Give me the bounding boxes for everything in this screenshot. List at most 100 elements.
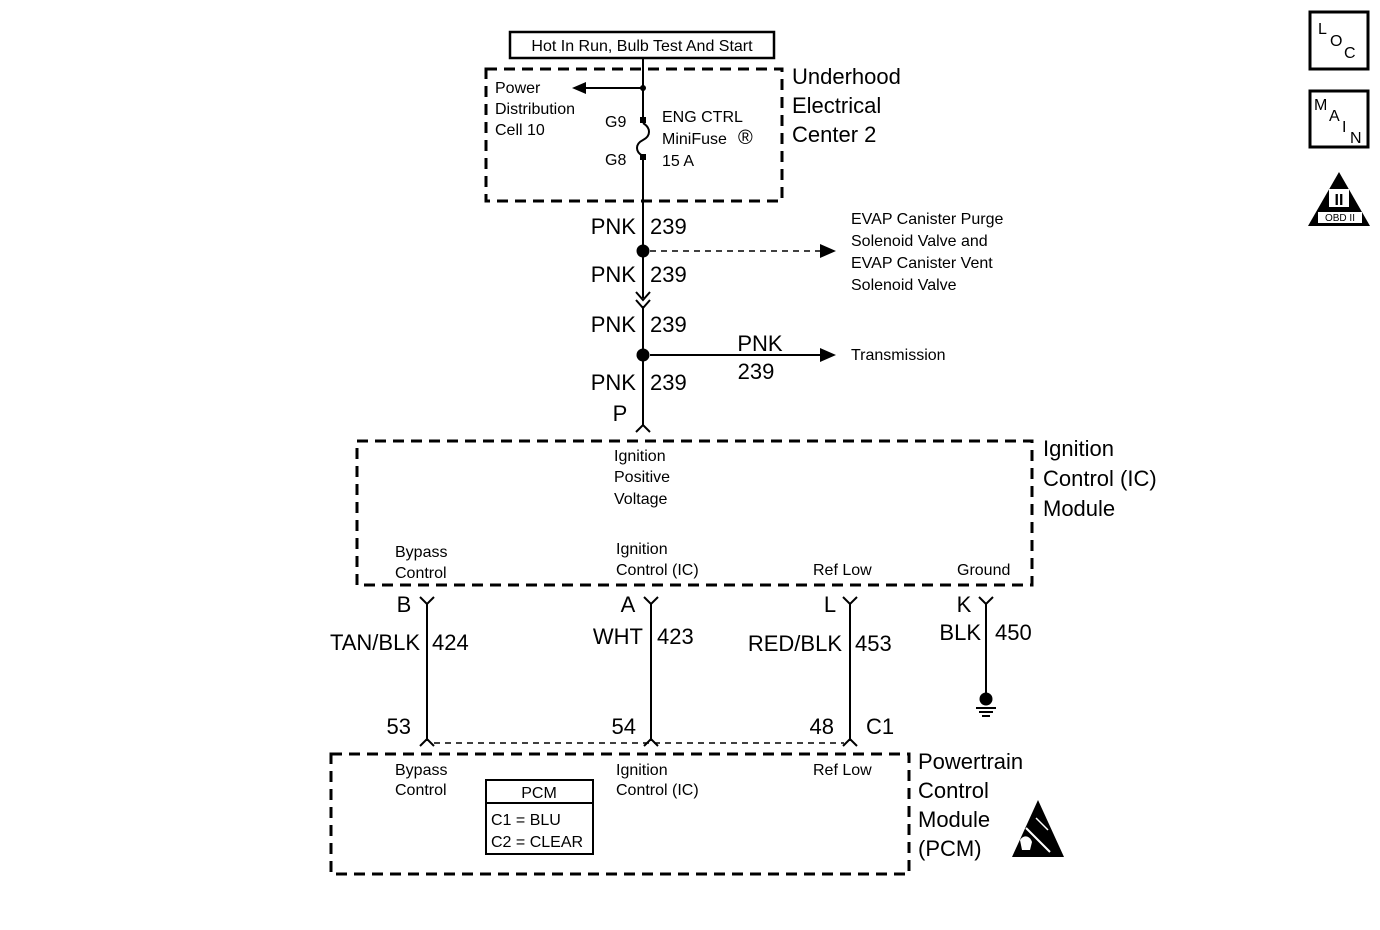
underhood-box [484,67,784,203]
pcm-box [329,752,911,876]
main-letter-m: M [1314,97,1327,114]
transmission-label: Transmission [851,347,946,364]
svg-text:MiniFuse: MiniFuse [662,131,727,148]
main-icon[interactable]: M A I N [1308,89,1370,149]
pcm-reflow-label: Ref Low [813,762,872,779]
bypass-wire-color: TAN/BLK [330,630,420,655]
splice-transmission [636,348,650,362]
registered-mark: ® [738,127,753,149]
ground-wire-color: BLK [939,620,981,645]
pcm-title: Powertrain Control Module (PCM) [918,749,1023,861]
pcm-legend: PCM C1 = BLU C2 = CLEAR [485,779,594,855]
loc-icon[interactable]: L O C [1308,10,1370,71]
arrow-left-icon [572,82,586,94]
reflow-wire-color: RED/BLK [748,631,842,656]
svg-text:Ignition: Ignition [616,541,668,558]
ground-wire-circuit: 450 [995,620,1032,645]
svg-text:Solenoid Valve: Solenoid Valve [851,277,957,294]
evap-label: EVAP Canister Purge Solenoid Valve and E… [851,211,1003,294]
power-distribution-label: Power Distribution Cell 10 [495,80,575,139]
svg-text:EVAP Canister Vent: EVAP Canister Vent [851,255,993,272]
ic-pin-l: L [824,592,836,617]
wire-circuit-1: 239 [650,214,687,239]
pcm-bypass-label: Bypass Control [395,762,447,799]
esd-warning-icon[interactable] [1012,800,1064,857]
obd-text: OBD II [1325,213,1355,224]
obd-numeral: II [1335,192,1344,209]
fuse-label: ENG CTRL MiniFuse ® 15 A [662,109,753,170]
reflow-wire-circuit: 453 [855,631,892,656]
ic-pin-k: K [957,592,972,617]
loc-letter-o: O [1330,33,1342,50]
bypass-wire-circuit: 424 [432,630,469,655]
svg-text:EVAP Canister Purge: EVAP Canister Purge [851,211,1003,228]
ic-pin-p: P [613,401,628,426]
loc-letter-l: L [1318,21,1327,38]
legend-c2: C2 = CLEAR [491,834,583,851]
ic-ignition-control-label: Ignition Control (IC) [616,541,699,579]
svg-text:Cell 10: Cell 10 [495,122,545,139]
ic-reflow-label: Ref Low [813,562,872,579]
svg-text:Voltage: Voltage [614,491,667,508]
svg-text:Bypass: Bypass [395,762,447,779]
wire-color-4: PNK [591,370,637,395]
svg-text:Bypass: Bypass [395,544,447,561]
svg-text:Power: Power [495,80,541,97]
main-letter-n: N [1350,130,1362,147]
svg-text:Control (IC): Control (IC) [616,782,699,799]
wire-color-1: PNK [591,214,637,239]
svg-text:Underhood: Underhood [792,64,901,89]
ic-wire-color: WHT [593,624,643,649]
wire-circuit-2: 239 [650,262,687,287]
fuse-pin-g9: G9 [605,114,626,131]
ic-pin-a: A [621,592,636,617]
svg-text:Distribution: Distribution [495,101,575,118]
svg-text:Positive: Positive [614,469,670,486]
svg-text:Control (IC): Control (IC) [1043,466,1157,491]
svg-text:15 A: 15 A [662,153,694,170]
wire-color-2: PNK [591,262,637,287]
ic-bypass-label: Bypass Control [395,544,447,582]
pcm-connector-icons [419,737,858,747]
main-letter-a: A [1329,108,1340,125]
pcm-pin-53: 53 [387,714,411,739]
fuse-icon [636,117,650,160]
svg-text:(PCM): (PCM) [918,836,982,861]
obd-ii-icon[interactable]: II OBD II [1308,172,1370,226]
ic-module-box [355,439,1034,587]
power-source-text: Hot In Run, Bulb Test And Start [531,38,753,55]
ic-wire-circuit: 423 [657,624,694,649]
trans-wire-circuit: 239 [738,359,775,384]
ignition-positive-label: Ignition Positive Voltage [614,448,670,508]
pcm-connector-c1: C1 [866,714,894,739]
svg-text:Ignition: Ignition [616,762,668,779]
svg-text:Center 2: Center 2 [792,122,876,147]
wire-circuit-4: 239 [650,370,687,395]
svg-text:Ignition: Ignition [614,448,666,465]
power-source-label: Hot In Run, Bulb Test And Start [508,30,776,60]
svg-text:Control: Control [395,782,447,799]
svg-text:Solenoid Valve and: Solenoid Valve and [851,233,988,250]
arrow-right-icon [820,348,836,362]
svg-text:Control: Control [395,565,447,582]
pcm-pin-48: 48 [810,714,834,739]
legend-c1: C1 = BLU [491,812,561,829]
svg-text:ENG CTRL: ENG CTRL [662,109,743,126]
underhood-title: Underhood Electrical Center 2 [792,64,901,147]
legend-title: PCM [521,785,557,802]
ic-ground-label: Ground [957,562,1010,579]
svg-text:Module: Module [1043,496,1115,521]
ground-icon [976,692,996,717]
pcm-pin-54: 54 [612,714,636,739]
splice-evap [636,244,650,258]
loc-letter-c: C [1344,45,1356,62]
svg-text:Control (IC): Control (IC) [616,562,699,579]
ic-module-title: Ignition Control (IC) Module [1043,436,1157,521]
svg-text:Ignition: Ignition [1043,436,1114,461]
svg-text:Powertrain: Powertrain [918,749,1023,774]
ic-connector-icons [419,596,994,606]
pcm-ignition-control-label: Ignition Control (IC) [616,762,699,799]
wire-color-3: PNK [591,312,637,337]
svg-text:Electrical: Electrical [792,93,881,118]
